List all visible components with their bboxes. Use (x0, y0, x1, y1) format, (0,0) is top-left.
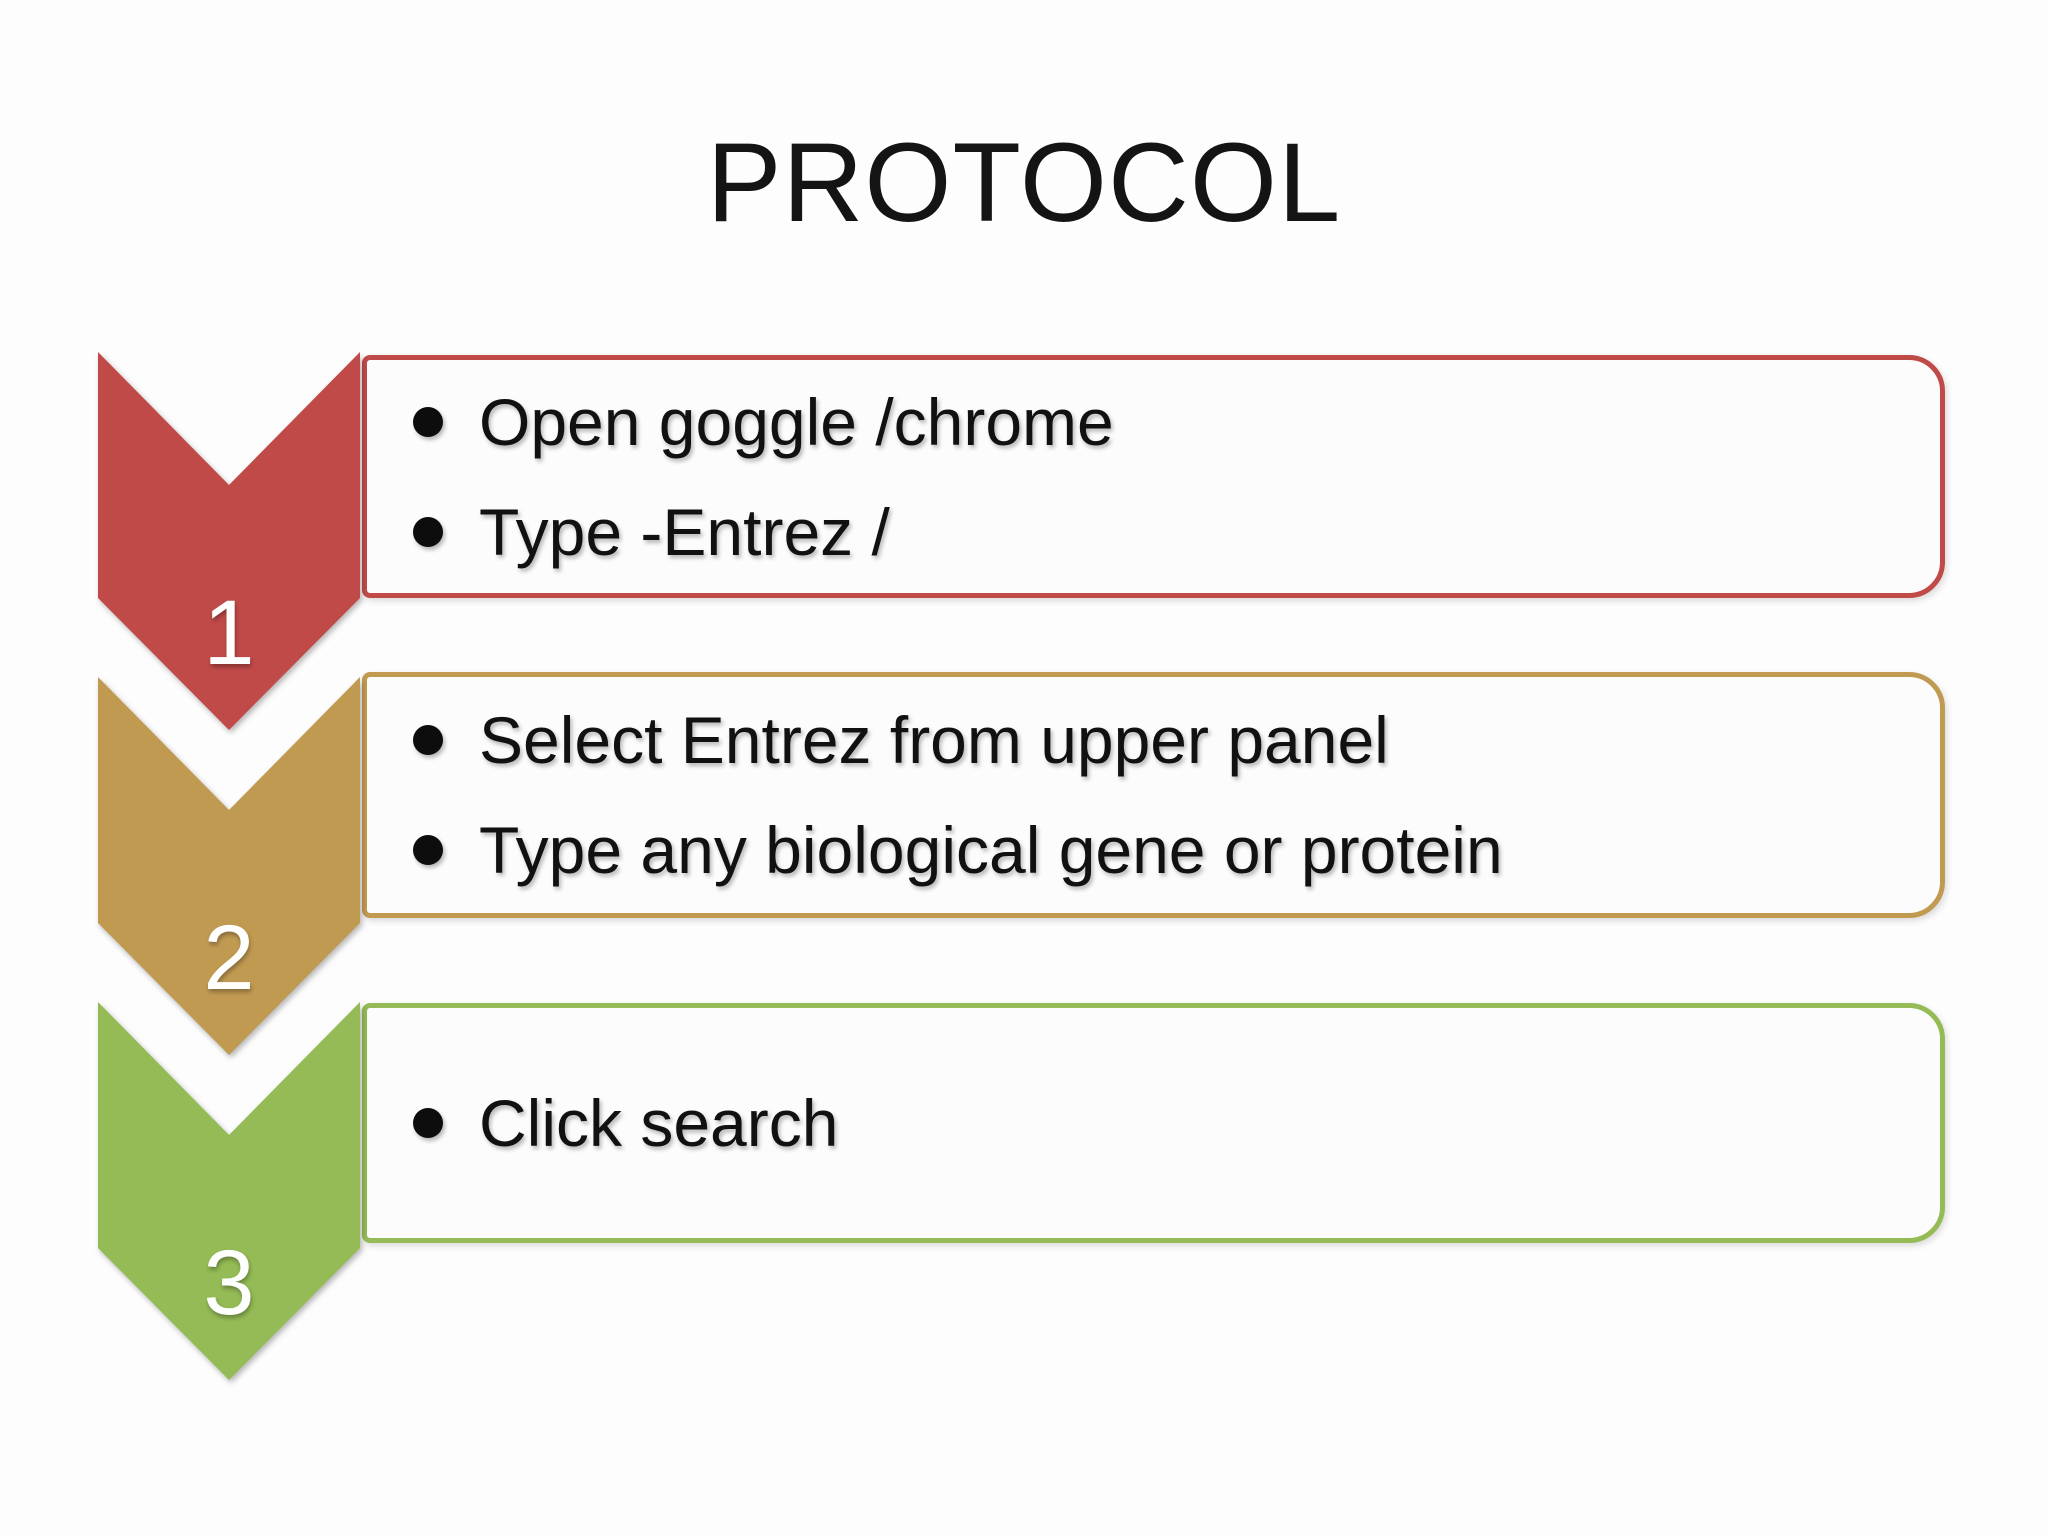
step-1-number-wrap: 1 (98, 352, 360, 730)
step-2-number: 2 (203, 907, 255, 1009)
chevron-down-arrow-icon (98, 677, 360, 1055)
step-1-bullet-list: Open goggle /chrome Type -Entrez / (367, 367, 1940, 587)
list-item: Type any biological gene or protein (413, 795, 1900, 905)
step-2-box: Select Entrez from upper panel Type any … (362, 672, 1945, 918)
step-3-number-wrap: 3 (98, 1002, 360, 1380)
bullet-text: Open goggle /chrome (479, 384, 1114, 459)
step-3-box: Click search (362, 1003, 1945, 1243)
chevron-down-arrow-icon (98, 1002, 360, 1380)
list-item: Open goggle /chrome (413, 367, 1900, 477)
bullet-dot-icon (413, 835, 443, 865)
list-item: Type -Entrez / (413, 477, 1900, 587)
step-2-bullet-list: Select Entrez from upper panel Type any … (367, 685, 1940, 905)
bullet-dot-icon (413, 1108, 443, 1138)
bullet-text: Select Entrez from upper panel (479, 703, 1389, 777)
bullet-text: Type -Entrez / (479, 494, 890, 569)
step-1-chevron: 1 (98, 352, 360, 730)
step-1-number: 1 (203, 582, 255, 684)
step-3-bullet-list: Click search (367, 1068, 1940, 1178)
bullet-dot-icon (413, 406, 443, 437)
step-3-chevron: 3 (98, 1002, 360, 1380)
chevron-down-arrow-icon (98, 352, 360, 730)
step-3-number: 3 (203, 1232, 255, 1334)
bullet-text: Type any biological gene or protein (479, 813, 1503, 887)
bullet-dot-icon (413, 725, 443, 755)
step-1-box: Open goggle /chrome Type -Entrez / (362, 355, 1945, 598)
list-item: Select Entrez from upper panel (413, 685, 1900, 795)
step-2-number-wrap: 2 (98, 677, 360, 1055)
bullet-text: Click search (479, 1086, 839, 1160)
list-item: Click search (413, 1068, 1900, 1178)
bullet-dot-icon (413, 516, 443, 547)
step-2-chevron: 2 (98, 677, 360, 1055)
slide-title: PROTOCOL (706, 120, 1342, 245)
